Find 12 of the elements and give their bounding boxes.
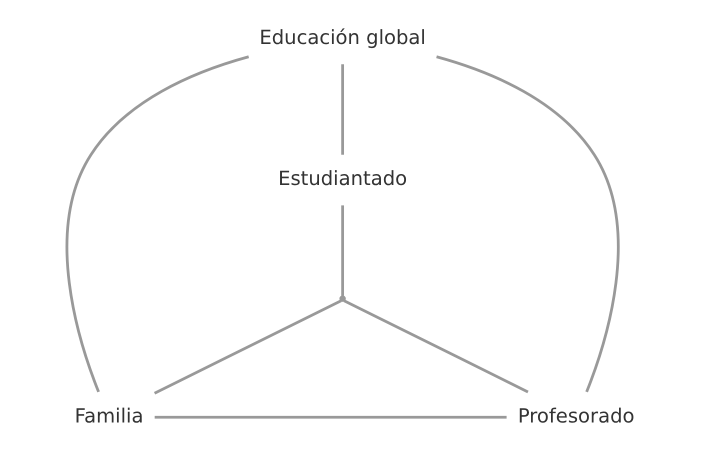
node-point bbox=[339, 295, 346, 302]
connector bbox=[66, 55, 250, 392]
node-text: Familia bbox=[74, 404, 144, 428]
node-text: Profesorado bbox=[518, 404, 634, 428]
connector bbox=[436, 55, 620, 392]
connector bbox=[341, 205, 344, 296]
connector bbox=[154, 300, 342, 394]
node-text: Educación global bbox=[259, 26, 426, 49]
connector bbox=[154, 416, 507, 419]
connector bbox=[343, 300, 529, 394]
node-text: Estudiantado bbox=[278, 167, 408, 190]
connector bbox=[341, 64, 344, 155]
